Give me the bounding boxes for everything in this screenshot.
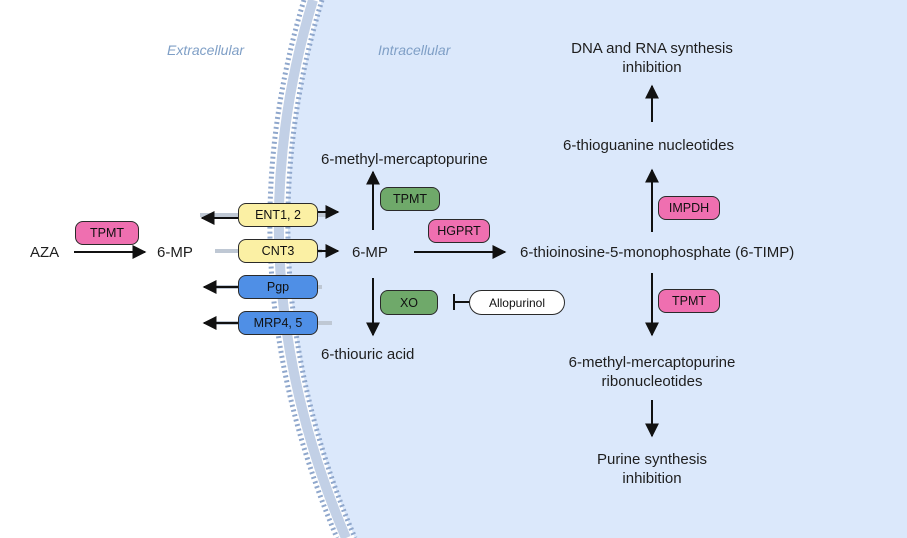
impdh-enzyme: IMPDH (658, 196, 720, 220)
intracellular-region (287, 0, 907, 538)
mmp-ribonucleotides-label: 6-methyl-mercaptopurine ribonucleotides (552, 353, 752, 391)
6-thiouric-acid-label: 6-thiouric acid (321, 346, 415, 363)
mmpr-line1: 6-methyl-mercaptopurine (568, 354, 736, 371)
mrp-transporter: MRP4, 5 (238, 311, 318, 335)
purine-line1: Purine synthesis (596, 451, 708, 468)
hgprt-enzyme: HGPRT (428, 219, 490, 243)
extracellular-label: Extracellular (167, 42, 245, 58)
tpmt-aza-enzyme: TPMT (75, 221, 139, 245)
6mp-intracellular-label: 6-MP (352, 244, 388, 261)
membrane-inner (285, 0, 358, 538)
intracellular-label: Intracellular (378, 42, 451, 58)
ent-transporter: ENT1, 2 (238, 203, 318, 227)
purine-inhibition-label: Purine synthesis inhibition (552, 450, 752, 488)
6-timp-label: 6-thioinosine-5-monophosphate (6-TIMP) (520, 244, 795, 261)
dna-rna-line2: inhibition (622, 59, 682, 76)
dna-rna-line1: DNA and RNA synthesis (571, 40, 733, 57)
thioguanine-nucleotides-label: 6-thioguanine nucleotides (563, 137, 734, 154)
aza-label: AZA (30, 244, 60, 261)
pgp-transporter: Pgp (238, 275, 318, 299)
dna-rna-inhibition-label: DNA and RNA synthesis inhibition (552, 39, 752, 77)
xo-enzyme: XO (380, 290, 438, 315)
6-methyl-mercaptopurine-label: 6-methyl-mercaptopurine (321, 151, 488, 168)
tpmt-mmp-enzyme: TPMT (380, 187, 440, 211)
mmpr-line2: ribonucleotides (601, 373, 703, 390)
cnt3-transporter: CNT3 (238, 239, 318, 263)
6mp-extracellular-label: 6-MP (157, 244, 193, 261)
allopurinol-inhibitor: Allopurinol (469, 290, 565, 315)
purine-line2: inhibition (622, 470, 682, 487)
membrane-outer (267, 0, 340, 538)
membrane-tails (273, 0, 351, 538)
tpmt-timp-enzyme: TPMT (658, 289, 720, 313)
